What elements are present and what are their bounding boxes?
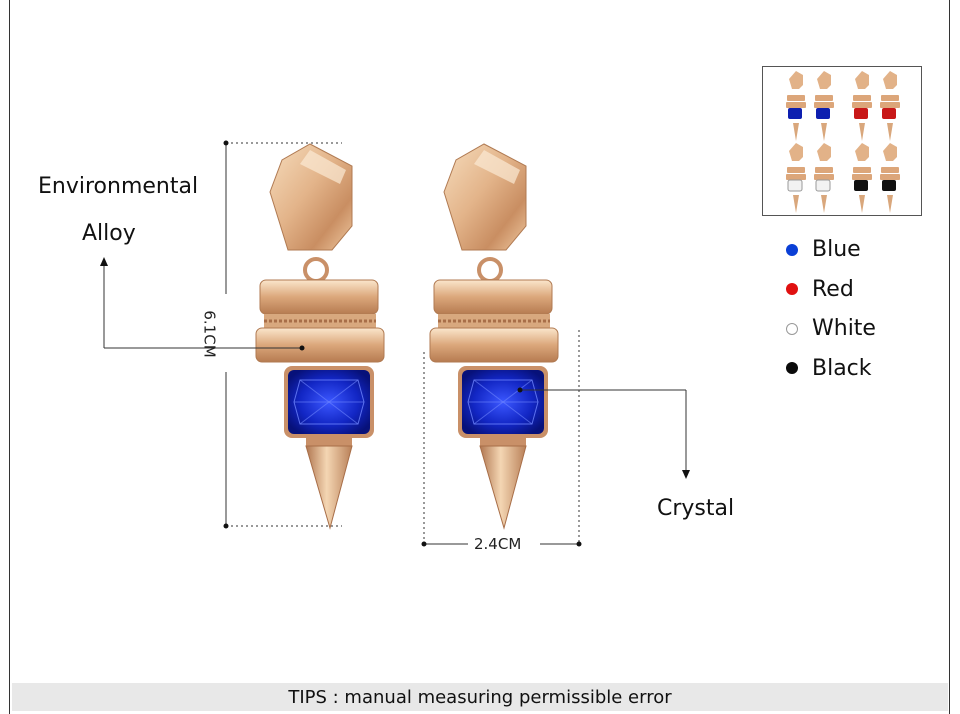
white-variant-thumb (786, 143, 834, 213)
legend-label: White (812, 316, 876, 342)
black-dot-icon (786, 362, 798, 375)
legend-item-blue: Blue (786, 230, 876, 270)
blue-dot-icon (786, 243, 798, 256)
height-dimension-label: 6.1CM (200, 310, 219, 358)
material-label-line2: Alloy (82, 221, 136, 246)
black-variant-thumb (852, 143, 900, 213)
left-earring (254, 142, 386, 530)
legend-label: Blue (812, 237, 861, 263)
material-label-line1: Environmental (38, 174, 199, 199)
crystal-label: Crystal (657, 496, 735, 521)
red-dot-icon (786, 283, 798, 296)
width-dimension-label: 2.4CM (474, 535, 522, 553)
red-variant-thumb (852, 71, 900, 141)
color-legend: Blue Red White Black (786, 230, 876, 388)
legend-label: Black (812, 355, 872, 381)
legend-item-red: Red (786, 270, 876, 310)
image-frame (9, 0, 950, 714)
legend-item-white: White (786, 309, 876, 349)
right-earring (428, 142, 560, 530)
white-dot-icon (786, 322, 798, 335)
legend-label: Red (812, 276, 854, 302)
legend-item-black: Black (786, 349, 876, 389)
tips-footer: TIPS : manual measuring permissible erro… (12, 683, 948, 711)
color-variants-thumbnail (762, 66, 922, 216)
blue-variant-thumb (786, 71, 834, 141)
